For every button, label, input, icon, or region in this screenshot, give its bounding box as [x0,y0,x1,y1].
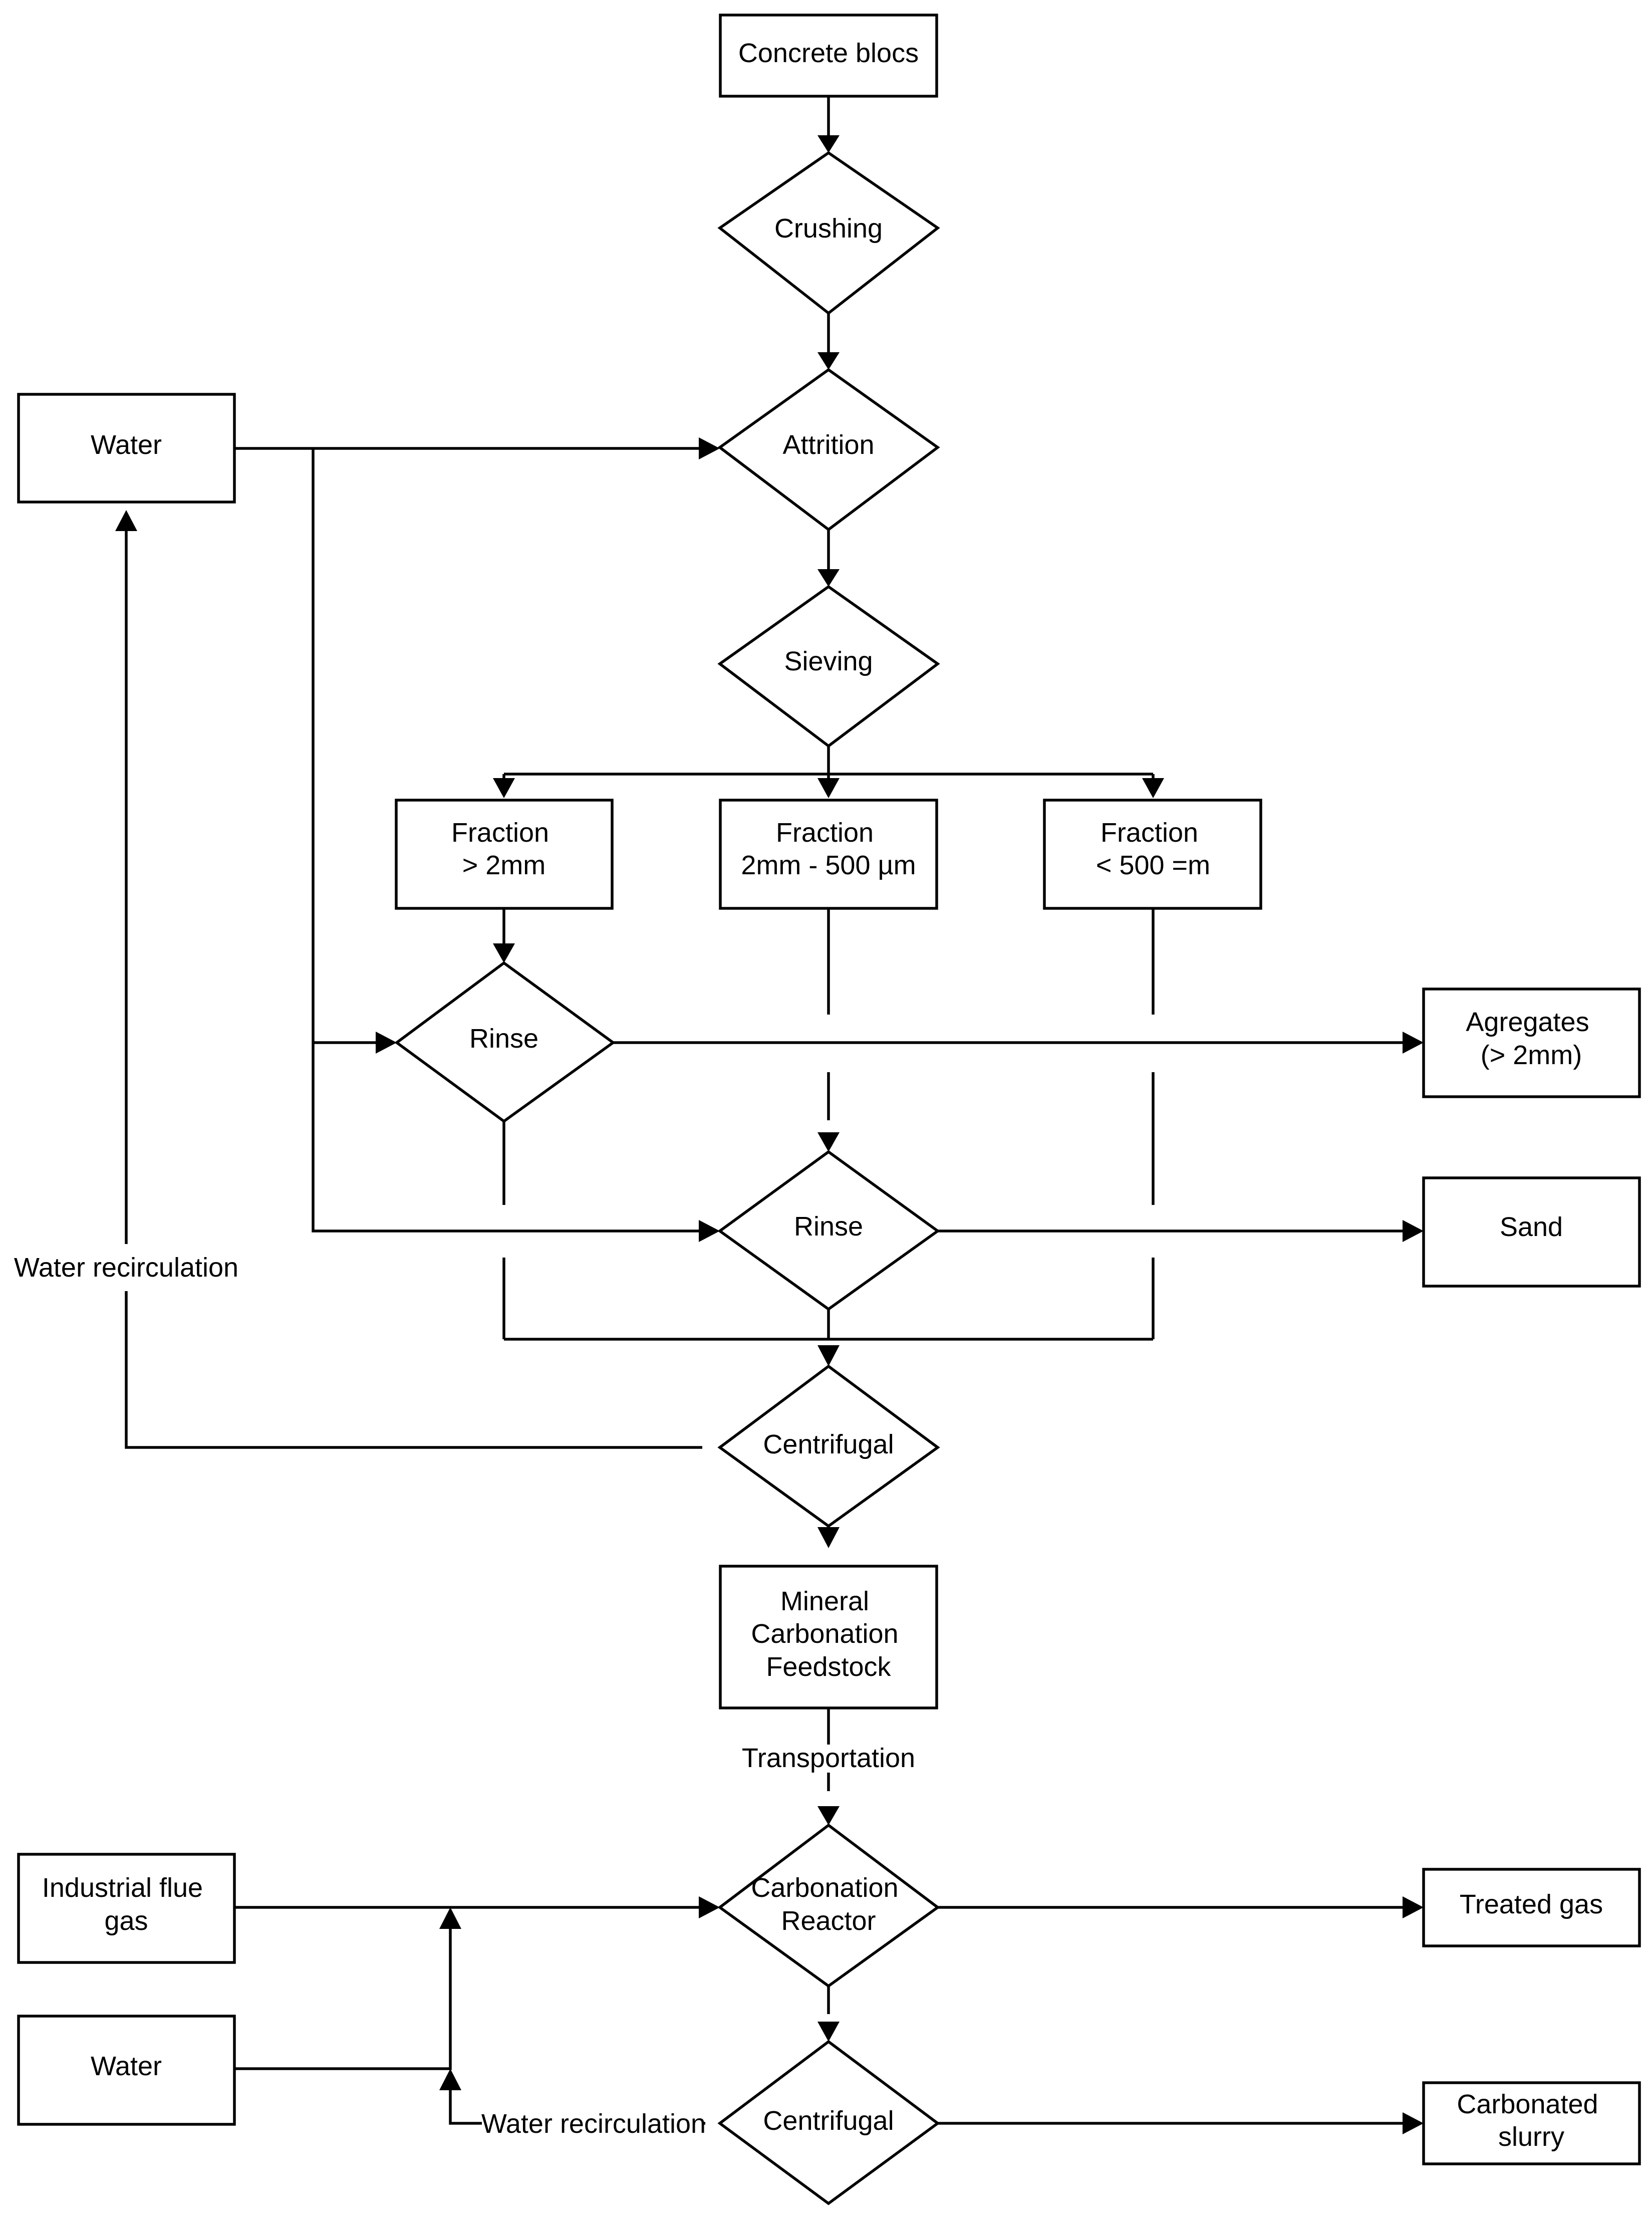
label-fraction-large: Fraction > 2mm [451,818,557,880]
node-fraction-small [1043,799,1262,910]
arrowhead [1403,1896,1424,1918]
edge-merge-bar [504,1309,1153,1341]
arrowhead [699,1220,720,1242]
edge-water-recirculation-2 [449,2090,705,2125]
label-mineral-feedstock: Mineral Carbonation Feedstock [751,1586,906,1682]
arrowhead [493,943,515,963]
arrowhead [1142,778,1164,798]
arrowhead [376,1032,397,1054]
label-rinse-1: Rinse [469,1024,538,1054]
label-industrial-flue-gas: Industrial flue gas [42,1873,210,1936]
arrowhead [1403,2112,1424,2134]
label-crushing: Crushing [774,213,883,243]
edge-water-recirculation-1 [125,529,702,1449]
edge-label-water-recirculation-1: Water recirculation [14,1253,238,1283]
label-treated-gas: Treated gas [1460,1889,1603,1919]
edge-label-transportation: Transportation [742,1743,915,1773]
arrowhead [817,135,840,153]
node-concrete-blocs [719,14,938,98]
arrowhead [817,1527,840,1548]
node-carbonated-slurry [1422,2081,1641,2165]
node-treated-gas [1422,1868,1641,1947]
label-fraction-mid: Fraction 2mm - 500 µm [741,818,916,880]
label-rinse-2: Rinse [794,1211,863,1242]
arrowhead [817,569,840,587]
arrowhead [817,352,840,370]
node-crushing [717,151,940,315]
edge-labels: Water recirculation Transportation Water… [14,1253,915,2139]
arrowhead [1403,1032,1424,1054]
node-sand [1422,1176,1641,1288]
node-carbonation-reactor [717,1823,940,1988]
arrowhead [817,2022,840,2042]
label-sand: Sand [1500,1212,1563,1242]
connectors [125,96,1406,2125]
node-fraction-mid [719,799,938,910]
nodes [17,14,1641,2205]
arrowhead [1403,1220,1424,1242]
arrowhead [817,1132,840,1152]
label-concrete-blocs: Concrete blocs [738,38,919,68]
arrowhead [115,510,137,531]
node-sieving [717,585,940,748]
label-carbonation-reactor: Carbonation Reactor [751,1873,906,1936]
node-water-bottom [17,2015,236,2126]
node-agregates [1422,987,1641,1098]
edge-label-water-recirculation-2: Water recirculation [481,2109,706,2139]
label-water-bottom: Water [91,2051,162,2081]
label-centrifugal-1: Centrifugal [763,1429,894,1459]
edge-water-bottom-to-reactor [234,1929,452,2070]
label-centrifugal-2: Centrifugal [763,2106,894,2136]
arrowhead [439,2069,461,2090]
node-mineral-feedstock [719,1565,938,1709]
node-labels: Concrete blocs Crushing Attrition Sievin… [42,38,1605,2152]
node-rinse-2 [717,1150,940,1311]
node-centrifugal-1 [717,1364,940,1528]
label-agregates: Agregates (> 2mm) [1466,1007,1596,1070]
edge-water-branch-vertical [312,448,702,1232]
label-water-top: Water [91,430,162,460]
node-centrifugal-2 [717,2040,940,2205]
arrowhead [699,1896,720,1918]
arrowhead [817,1345,840,1366]
arrowhead [699,437,720,459]
node-water-top [17,393,236,504]
arrowhead [439,1907,461,1929]
label-attrition: Attrition [782,430,874,460]
arrowhead [493,778,515,798]
node-industrial-flue-gas [17,1853,236,1964]
label-sieving: Sieving [784,646,873,676]
label-carbonated-slurry: Carbonated slurry [1457,2089,1605,2152]
arrowhead [817,778,840,798]
node-rinse-1 [394,961,616,1123]
node-attrition [717,368,940,532]
label-fraction-small: Fraction < 500 =m [1096,818,1210,880]
arrowheads [115,135,1424,2134]
node-fraction-large [395,799,614,910]
arrowhead [817,1806,840,1825]
